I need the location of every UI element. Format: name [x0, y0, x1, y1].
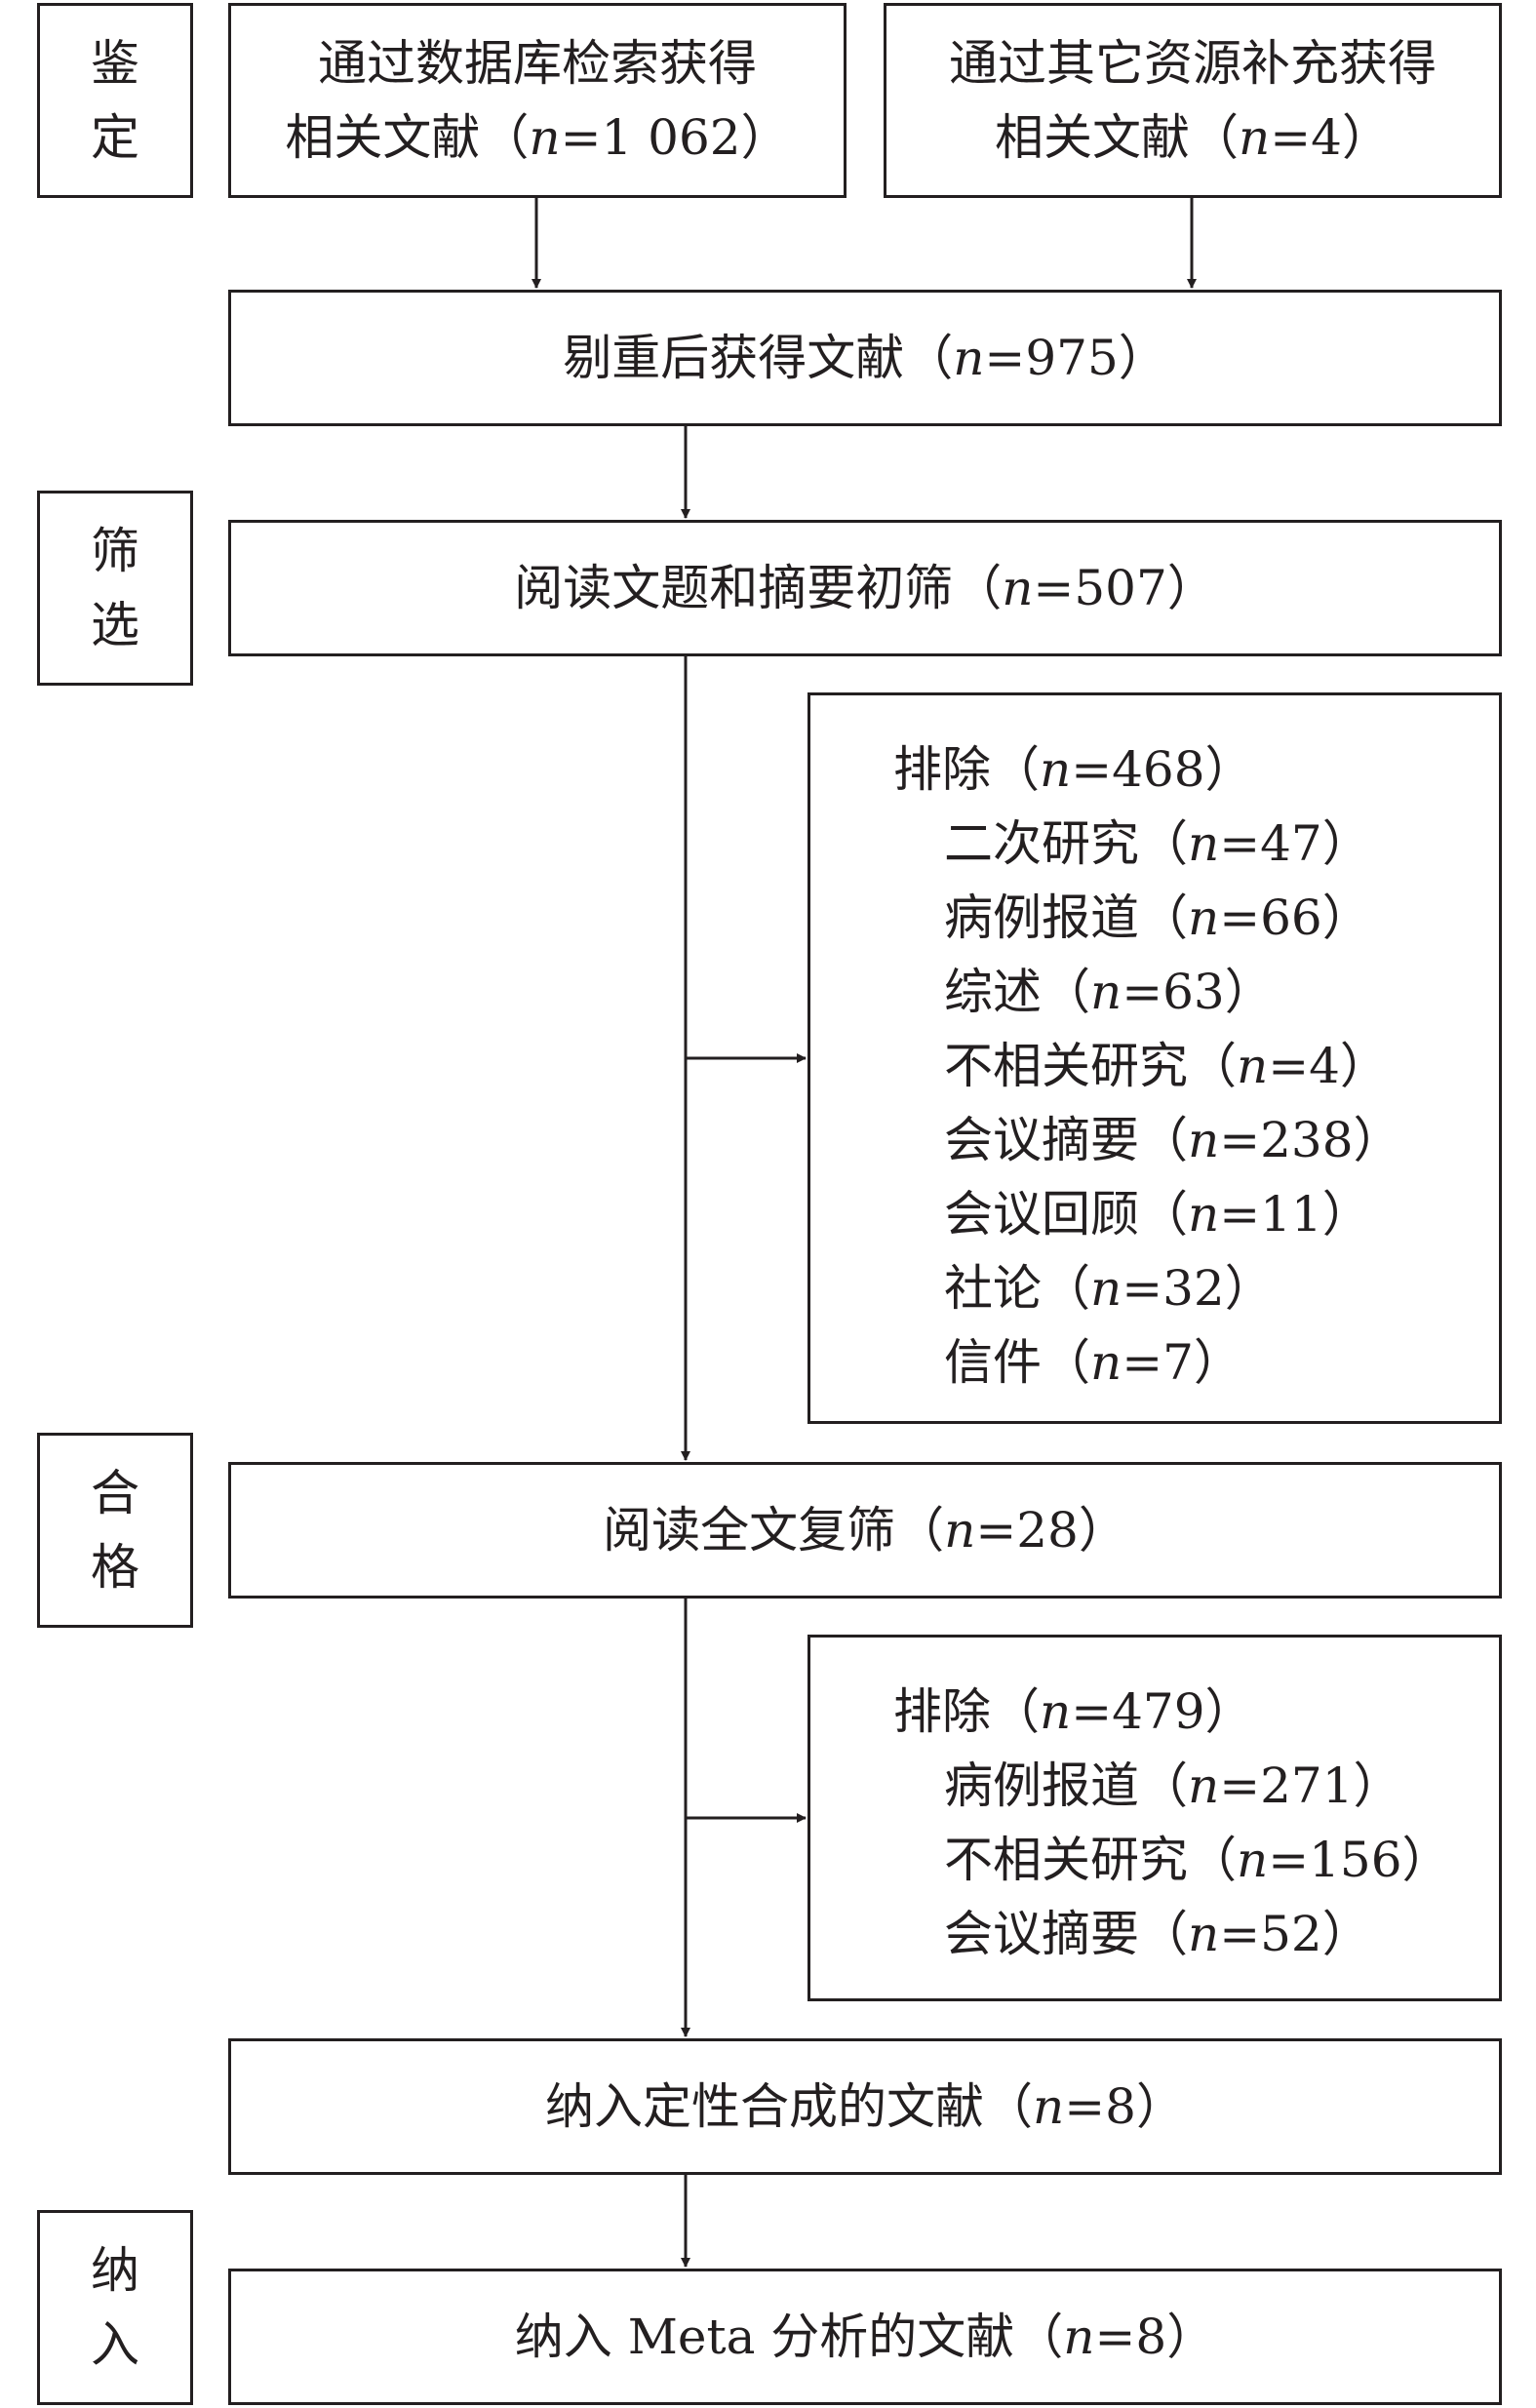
exclusion-item: 病例报道（n=66） [944, 889, 1371, 946]
stage-eligibility: 合 格 [37, 1433, 193, 1628]
exclusion-title: 排除（n=479） [893, 1683, 1254, 1740]
stage-char: 鉴 [91, 35, 139, 92]
exclusion-title: 排除（n=468） [893, 741, 1254, 798]
exclusion-item: 不相关研究（n=156） [944, 1832, 1451, 1888]
box-count-line: 剔重后获得文献（n=975） [563, 330, 1167, 386]
exclusion-item: 会议摘要（n=52） [944, 1906, 1371, 1962]
exclusion-item: 病例报道（n=271） [944, 1757, 1402, 1814]
qualitative-synthesis-box: 纳入定性合成的文献（n=8） [228, 2038, 1502, 2175]
stage-char: 合 [91, 1465, 139, 1521]
box-count-line: 相关文献（n=4） [995, 109, 1391, 166]
box-line: 通过数据库检索获得 [318, 35, 757, 92]
box-count-line: 相关文献（n=1 062） [285, 109, 790, 166]
box-line: 通过其它资源补充获得 [949, 35, 1437, 92]
exclusion-item: 二次研究（n=47） [944, 815, 1371, 872]
stage-included: 纳 入 [37, 2210, 193, 2405]
exclusion-box-1: 排除（n=468） 二次研究（n=47） 病例报道（n=66） 综述（n=63）… [807, 692, 1502, 1424]
box-count-line: 纳入定性合成的文献（n=8） [545, 2078, 1185, 2135]
stage-identification: 鉴 定 [37, 3, 193, 198]
fulltext-screening-box: 阅读全文复筛（n=28） [228, 1462, 1502, 1599]
exclusion-item: 会议回顾（n=11） [944, 1186, 1371, 1243]
stage-screening: 筛 选 [37, 491, 193, 686]
exclusion-item: 不相关研究（n=4） [944, 1038, 1389, 1094]
stage-char: 入 [91, 2316, 139, 2373]
box-count-line: 阅读文题和摘要初筛（n=507） [514, 560, 1216, 616]
stage-char: 定 [91, 109, 139, 166]
other-sources-box: 通过其它资源补充获得 相关文献（n=4） [884, 3, 1502, 198]
meta-analysis-box: 纳入 Meta 分析的文献（n=8） [228, 2269, 1502, 2405]
stage-char: 选 [91, 597, 139, 653]
box-count-line: 纳入 Meta 分析的文献（n=8） [514, 2309, 1216, 2365]
exclusion-box-2: 排除（n=479） 病例报道（n=271） 不相关研究（n=156） 会议摘要（… [807, 1635, 1502, 2001]
exclusion-item: 社论（n=32） [944, 1260, 1274, 1317]
stage-char: 筛 [91, 523, 139, 579]
exclusion-item: 信件（n=7） [944, 1334, 1242, 1391]
title-abstract-screening-box: 阅读文题和摘要初筛（n=507） [228, 520, 1502, 656]
dedup-box: 剔重后获得文献（n=975） [228, 290, 1502, 426]
box-count-line: 阅读全文复筛（n=28） [603, 1502, 1127, 1559]
exclusion-item: 会议摘要（n=238） [944, 1112, 1402, 1168]
stage-char: 格 [91, 1539, 139, 1596]
stage-char: 纳 [91, 2242, 139, 2299]
exclusion-item: 综述（n=63） [944, 964, 1274, 1020]
database-records-box: 通过数据库检索获得 相关文献（n=1 062） [228, 3, 847, 198]
